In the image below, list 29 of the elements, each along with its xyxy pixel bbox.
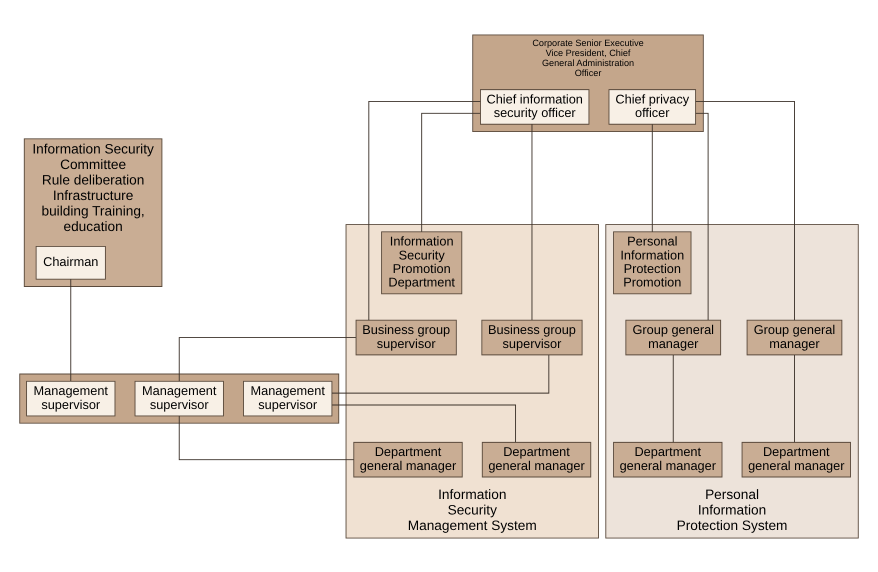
node-box: Department general manager: [482, 441, 592, 477]
connector: [794, 354, 795, 442]
connector: [368, 100, 481, 320]
connector: [672, 354, 674, 442]
connector: [178, 336, 356, 382]
node-box: Business group supervisor: [356, 319, 457, 355]
node-box: Department general manager: [742, 441, 851, 477]
cluster: [19, 373, 340, 424]
node-box: Group general manager: [625, 319, 722, 355]
node-box: Group general manager: [746, 319, 842, 355]
node-box: Management supervisor: [243, 380, 332, 416]
connector: [178, 415, 354, 460]
node-box: Department general manager: [353, 441, 463, 477]
node-box: Chairman: [36, 245, 106, 280]
connector: [421, 112, 481, 232]
node-box: Management supervisor: [26, 380, 116, 416]
node-box: Personal Information Protection Promotion: [613, 230, 692, 294]
node-box: Information Security Promotion Department: [381, 230, 462, 294]
connector: [332, 404, 516, 442]
node-box: Management supervisor: [134, 380, 224, 416]
connector: [652, 124, 653, 232]
connector: [70, 278, 72, 381]
node-box: Chief privacy officer: [608, 88, 696, 124]
connector: [332, 354, 550, 394]
connector: [695, 112, 709, 320]
node-box: Business group supervisor: [481, 319, 583, 355]
node-box: Department general manager: [613, 441, 722, 477]
connector: [695, 100, 795, 320]
node-box: Chief information security officer: [480, 88, 590, 124]
